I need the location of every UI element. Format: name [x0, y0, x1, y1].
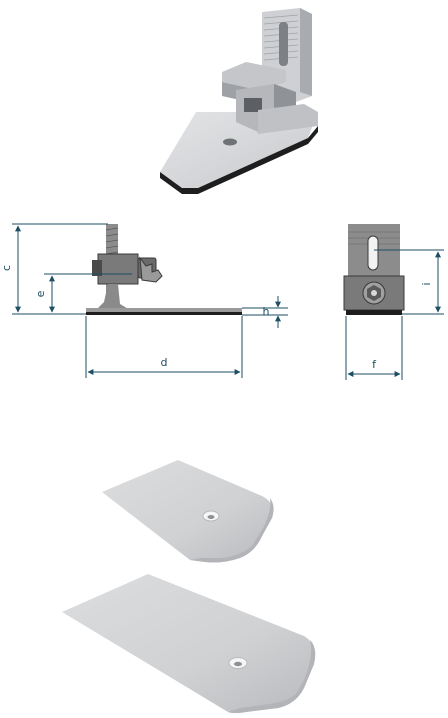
- clamp-nut: [244, 98, 262, 112]
- clamp-body: [97, 253, 139, 285]
- foot-web: [96, 284, 130, 310]
- side-view-drawing: [86, 224, 242, 315]
- front-view-dimensions: [345, 249, 444, 380]
- bracket-foot: [258, 104, 318, 134]
- pad-small-surface: [102, 460, 273, 563]
- base-plate-black-underside: [160, 126, 318, 194]
- base-plate-side: [86, 308, 242, 313]
- dimension-label-d: d: [161, 356, 168, 369]
- clamp-bolt: [92, 260, 102, 276]
- pad-large: [62, 574, 316, 713]
- product-render-3d: [160, 8, 318, 194]
- dimension-label-e: e: [34, 290, 47, 297]
- front-view-drawing: [343, 224, 405, 315]
- post-slot: [279, 22, 288, 66]
- dimension-label-i: i: [420, 282, 433, 285]
- dimension-label-c: c: [0, 265, 13, 271]
- pad-large-surface: [62, 574, 315, 713]
- clamp-hook: [139, 256, 163, 283]
- front-bolt-center: [371, 290, 377, 296]
- base-black-side: [86, 312, 242, 315]
- front-slot: [367, 235, 379, 271]
- dimension-label-f: f: [372, 358, 377, 371]
- base-plate-hole: [223, 138, 237, 146]
- dimension-label-h: h: [263, 305, 270, 318]
- front-base: [346, 310, 402, 315]
- pad-small: [102, 460, 274, 563]
- side-view-dimensions: [12, 223, 288, 378]
- clamp-top: [222, 62, 286, 90]
